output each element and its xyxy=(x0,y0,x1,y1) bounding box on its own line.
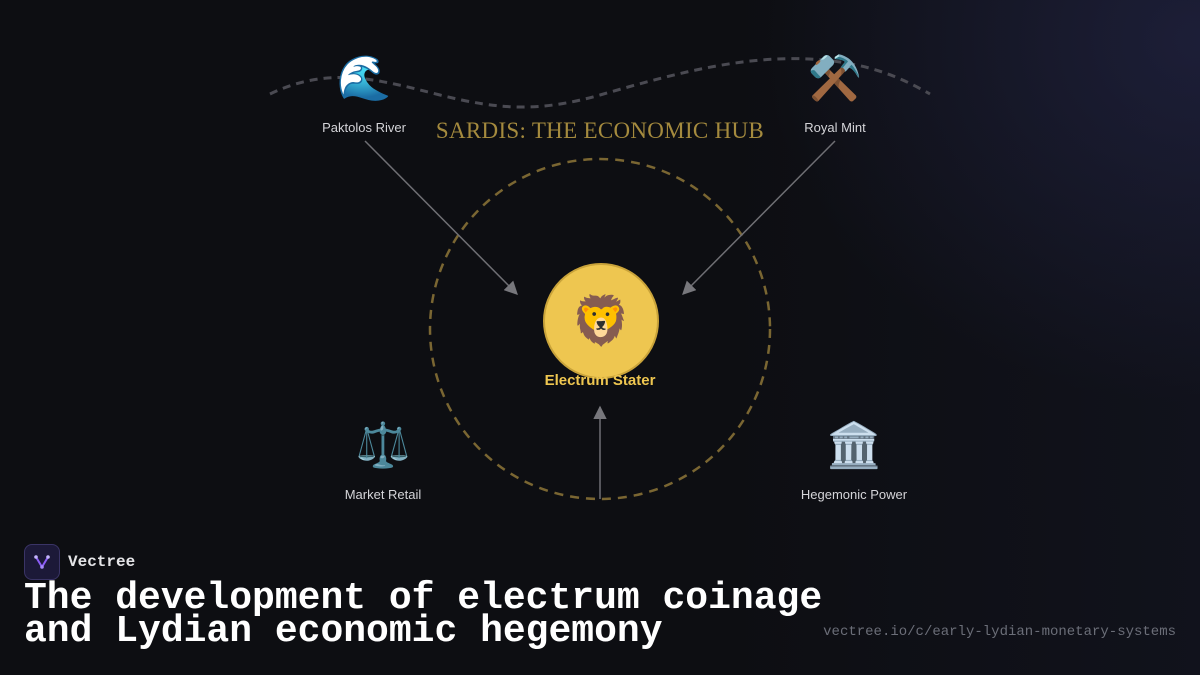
arrow-mint-to-stater xyxy=(682,140,836,295)
electrum-stater-coin: 🦁 xyxy=(543,263,659,379)
river-path xyxy=(269,57,931,109)
lion-face-icon: 🦁 xyxy=(571,293,631,349)
headline-line-1: The development of electrum coinage xyxy=(24,577,823,620)
node-label-paktolos-river: Paktolos River xyxy=(322,120,406,135)
hub-ring xyxy=(428,157,772,501)
center-label: Electrum Stater xyxy=(544,372,656,389)
source-url[interactable]: vectree.io/c/early-lydian-monetary-syste… xyxy=(823,624,1176,640)
water-wave-icon: 🌊 xyxy=(336,53,392,104)
brand-name: Vectree xyxy=(68,553,136,571)
classical-building-icon: 🏛️ xyxy=(826,420,882,471)
node-label-royal-mint: Royal Mint xyxy=(804,120,866,135)
node-label-market-retail: Market Retail xyxy=(344,487,422,502)
vectree-logo-icon xyxy=(24,544,60,580)
headline-line-2: and Lydian economic hegemony xyxy=(24,610,663,653)
hub-title: SARDIS: THE ECONOMIC HUB xyxy=(435,118,765,143)
brand: Vectree xyxy=(24,544,135,580)
hammer-and-pick-icon: ⚒️ xyxy=(807,53,863,104)
page-headline: The development of electrum coinage and … xyxy=(24,577,824,653)
arrow-paktolos-to-stater xyxy=(364,140,518,295)
node-label-hegemonic-power: Hegemonic Power xyxy=(800,487,908,502)
balance-scale-icon: ⚖️ xyxy=(355,420,411,471)
